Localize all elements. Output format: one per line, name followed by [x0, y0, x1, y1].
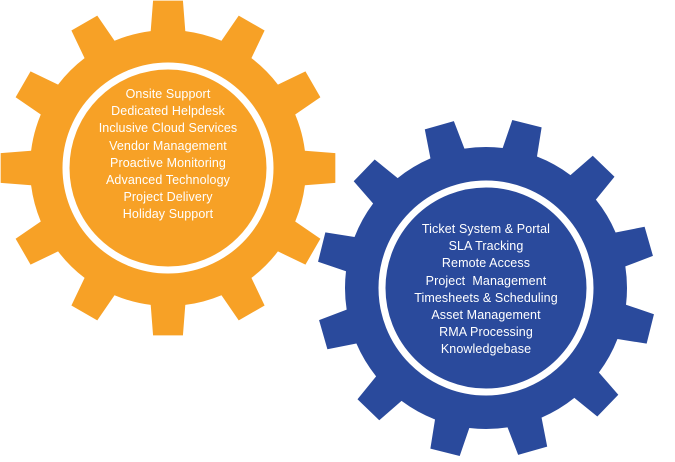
list-item: Project Management: [425, 273, 547, 288]
list-item: Dedicated Helpdesk: [111, 104, 225, 119]
list-item: SLA Tracking: [448, 239, 524, 254]
blue-gear: [318, 120, 654, 456]
list-item: Inclusive Cloud Services: [98, 121, 238, 136]
list-item: RMA Processing: [439, 325, 533, 340]
list-item: Onsite Support: [125, 87, 211, 101]
list-item: Ticket System & Portal: [421, 222, 551, 236]
orange-gear-teeth: [0, 0, 336, 336]
list-item: Remote Access: [441, 256, 531, 271]
list-item: Knowledgebase: [440, 342, 532, 357]
orange-gear: [0, 0, 336, 336]
list-item: Project Delivery: [123, 190, 213, 205]
list-item: Vendor Management: [109, 138, 227, 153]
list-item: Asset Management: [431, 308, 541, 323]
blue-gear-teeth: [318, 120, 654, 456]
list-item: Holiday Support: [122, 207, 214, 222]
list-item: Timesheets & Scheduling: [414, 290, 558, 305]
list-item: Proactive Monitoring: [110, 155, 226, 170]
blue-gear-services-list: Ticket System & Portal SLA Tracking Remo…: [386, 221, 586, 359]
orange-gear-services-list: Onsite Support Dedicated Helpdesk Inclus…: [68, 86, 268, 224]
blue-gear-ring: [378, 180, 594, 396]
orange-gear-ring: [62, 62, 274, 274]
list-item: Advanced Technology: [106, 173, 230, 188]
